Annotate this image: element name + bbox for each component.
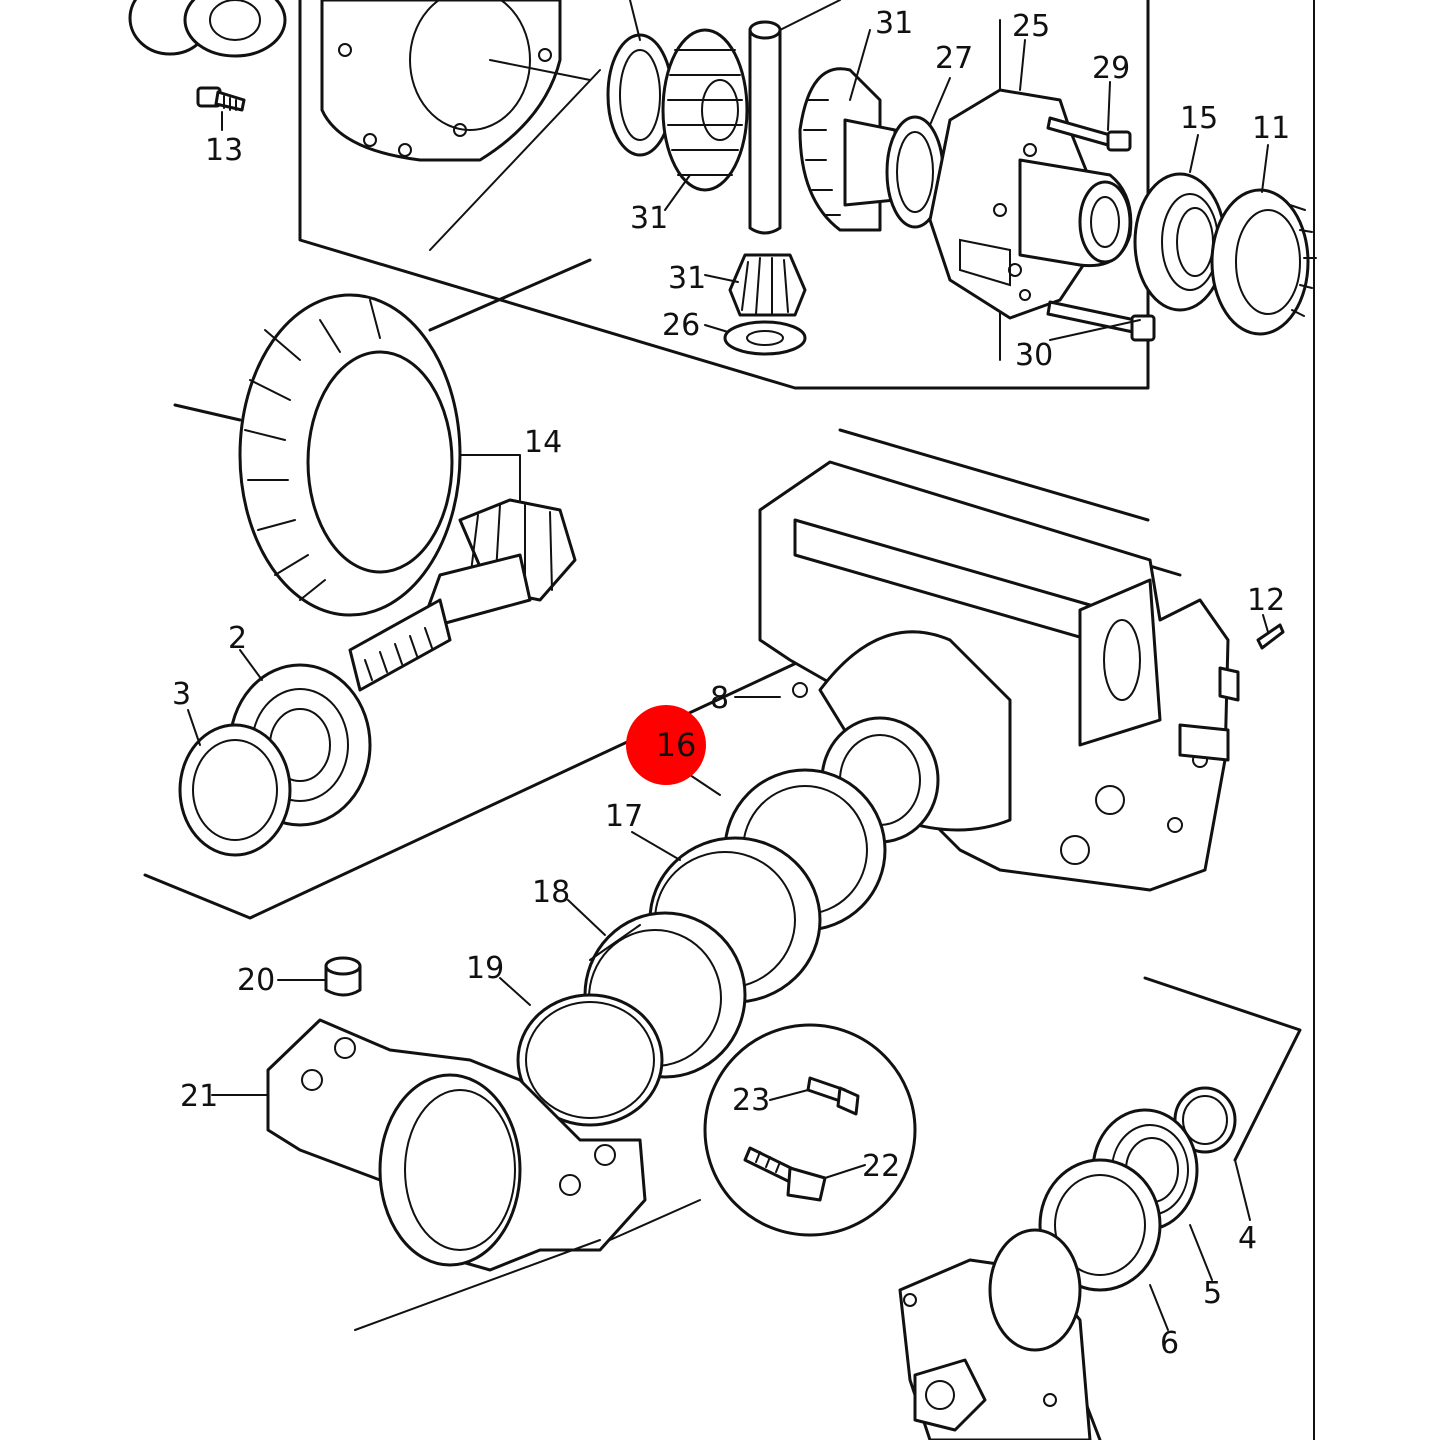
label-6: 6 [1160, 1326, 1179, 1361]
label-19: 19 [466, 951, 504, 986]
bracket-21 [266, 1018, 701, 1331]
crown-wheel [238, 293, 462, 617]
fastener-detail-circle [703, 1023, 917, 1237]
highlight-marker [626, 705, 706, 785]
yoke-flange [898, 1228, 1092, 1440]
bearing-15 [1133, 172, 1227, 312]
leader-lines [187, 29, 1269, 1331]
bolt-30 [1046, 300, 1156, 342]
label-15: 15 [1180, 101, 1218, 136]
label-13: 13 [205, 133, 243, 168]
label-11: 11 [1252, 111, 1290, 146]
label-14: 14 [524, 425, 562, 460]
label-5: 5 [1203, 1276, 1222, 1311]
bolt-13 [196, 86, 246, 131]
bushing-20 [324, 956, 362, 997]
o-ring-19 [516, 993, 664, 1127]
top-left-bearing [128, 0, 287, 58]
adjuster-ring-11 [1210, 188, 1317, 336]
differential-case-25 [928, 88, 1133, 320]
label-26: 26 [662, 308, 700, 343]
pinion-gear-lower [723, 253, 807, 356]
bolt-29 [1046, 116, 1132, 152]
label-29: 29 [1092, 51, 1130, 86]
label-18: 18 [532, 875, 570, 910]
label-25: 25 [1012, 9, 1050, 44]
shim-3 [178, 723, 292, 857]
axle-housing-8 [758, 460, 1240, 892]
side-gear-right [798, 67, 945, 232]
label-2: 2 [228, 621, 247, 656]
pinion-shaft [348, 498, 577, 692]
differential-housing-half [320, 0, 601, 251]
label-31-left: 31 [630, 201, 668, 236]
part-labels: 13 31 25 27 29 15 11 31 31 26 30 14 12 2… [172, 6, 1290, 1361]
label-3: 3 [172, 677, 191, 712]
label-31-pinion: 31 [668, 261, 706, 296]
label-12: 12 [1247, 583, 1285, 618]
label-22: 22 [862, 1149, 900, 1184]
label-31-top: 31 [875, 6, 913, 41]
pin-12 [1256, 623, 1285, 650]
label-17: 17 [605, 799, 643, 834]
label-23: 23 [732, 1083, 770, 1118]
label-8: 8 [710, 681, 729, 716]
label-27: 27 [935, 41, 973, 76]
label-4: 4 [1238, 1221, 1257, 1256]
cross-pin [748, 0, 841, 235]
label-20: 20 [237, 963, 275, 998]
label-21: 21 [180, 1079, 218, 1114]
side-gear-upper [606, 0, 749, 192]
label-16-highlighted: 16 [656, 726, 697, 764]
label-30: 30 [1015, 338, 1053, 373]
